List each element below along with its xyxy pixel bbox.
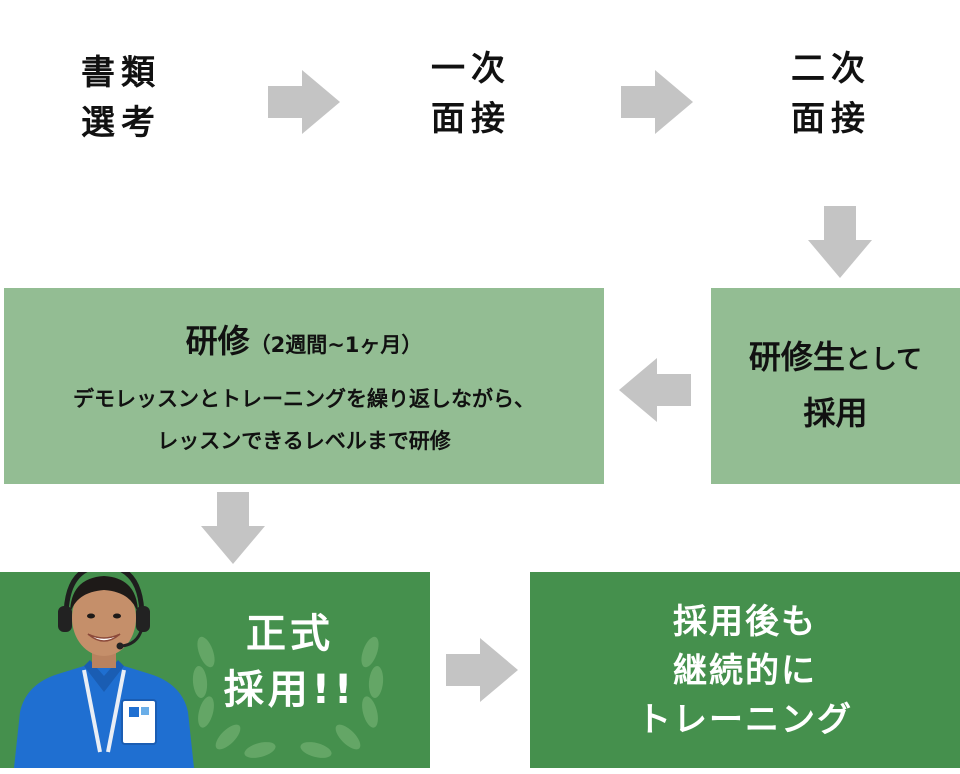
arrow-right-icon [268,70,340,134]
step-second-interview-line2: 面接 [791,99,871,139]
continuous-line3: トレーニング [637,700,853,740]
trainee-line1-main: 研修生 [748,338,845,376]
training-duration: （2週間~1ヶ月） [249,333,423,357]
step-second-interview-line1: 二次 [791,49,871,89]
official-hiring-line1: 正式 [246,611,334,657]
training-title-row: 研修（2週間~1ヶ月） [4,316,604,362]
continuous-training-box: 採用後も 継続的に トレーニング [530,572,960,768]
step-first-interview-line1: 一次 [431,49,511,89]
step-document-screening-line2: 選考 [81,103,161,143]
arrow-down-icon [808,206,872,278]
training-title: 研修 [185,322,250,360]
training-box: 研修（2週間~1ヶ月） デモレッスンとトレーニングを繰り返しながら、 レッスンで… [4,288,604,484]
official-hiring-line2: 採用!! [223,667,357,713]
training-description: デモレッスンとトレーニングを繰り返しながら、 レッスンできるレベルまで研修 [4,378,604,462]
arrow-left-icon [619,358,691,422]
trainee-line1-sub: として [844,345,923,375]
continuous-line2: 継続的に [673,651,817,691]
step-first-interview-line2: 面接 [431,99,511,139]
step-first-interview: 一次 面接 [412,44,530,144]
trainee-line2: 採用 [803,394,868,432]
arrow-right-icon [446,638,518,702]
continuous-training-text: 採用後も 継続的に トレーニング [530,598,960,745]
official-hiring-text: 正式 採用!! [190,606,390,718]
trainee-line1: 研修生として [711,332,960,388]
step-second-interview: 二次 面接 [772,44,890,144]
official-hiring-box: 正式 採用!! [0,572,430,768]
trainee-box: 研修生として 採用 [711,288,960,484]
step-document-screening-line1: 書類 [81,53,161,93]
arrow-down-icon [201,492,265,564]
arrow-right-icon [621,70,693,134]
continuous-line1: 採用後も [673,602,817,642]
laurel-wreath-icon [192,636,384,758]
staff-photo [14,572,194,768]
training-desc-line1: デモレッスンとトレーニングを繰り返しながら、 [73,387,535,411]
training-desc-line2: レッスンできるレベルまで研修 [157,429,451,453]
step-document-screening: 書類 選考 [62,48,180,148]
